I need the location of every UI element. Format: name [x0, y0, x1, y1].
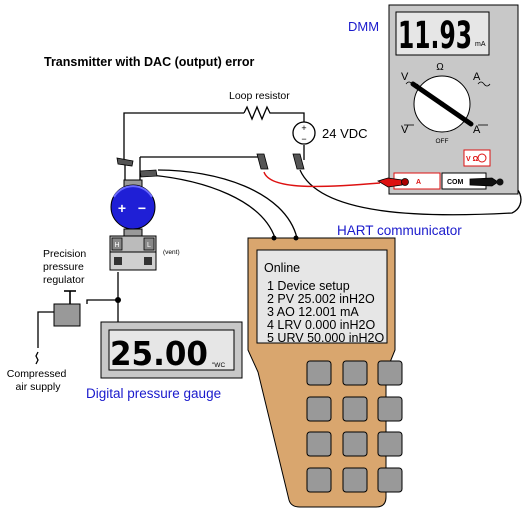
hart-line: 1 Device setup [267, 279, 350, 293]
ac-wave-icon [477, 81, 491, 87]
hart-key[interactable] [306, 431, 332, 457]
regulator-label: Precision pressure regulator [43, 248, 89, 286]
dmm-ohm-label: Ω [436, 62, 444, 73]
hart-key[interactable] [342, 431, 368, 457]
transmitter-minus: − [138, 200, 146, 216]
hart-line: Online [264, 261, 300, 275]
dmm-jack-com-label: COM [447, 179, 464, 186]
transmitter-plus: + [118, 200, 126, 216]
hart-line: 3 AO 12.001 mA [267, 305, 359, 319]
hart-key[interactable] [377, 360, 403, 386]
dmm-adc-label: A [473, 124, 481, 136]
digital-pressure-gauge: 25.00 "WC [100, 321, 243, 379]
hart-key[interactable] [342, 360, 368, 386]
jack-vohm[interactable] [477, 153, 487, 163]
loop-resistor [243, 105, 272, 121]
port-l: L [147, 242, 151, 249]
hart-key[interactable] [306, 396, 332, 422]
dmm-vdc-label: V [401, 124, 409, 136]
hart-keypad [306, 360, 403, 493]
dmm-aac-label: A [473, 71, 481, 83]
dmm-jack-vohm-label: V Ω [466, 156, 479, 163]
hart-key[interactable] [342, 467, 368, 493]
hart-key[interactable] [377, 396, 403, 422]
vent-label: (vent) [163, 249, 180, 256]
hart-screen-text: Online 1 Device setup 2 PV 25.002 inH2O … [264, 261, 384, 345]
hart-key[interactable] [377, 431, 403, 457]
dmm-vac-label: V [401, 71, 409, 83]
hart-line: 5 URV 50.000 inH2O [267, 331, 384, 345]
hart-label: HART communicator [337, 223, 462, 238]
pressure-regulator [53, 290, 81, 327]
hart-line: 4 LRV 0.000 inH2O [267, 318, 375, 332]
gauge-unit: "WC [212, 362, 225, 369]
supply-minus-label: − [301, 134, 306, 144]
dmm-selector-knob[interactable] [439, 101, 474, 127]
pressure-transmitter: + − H L (vent) [109, 179, 180, 271]
tee-junction [115, 297, 121, 303]
hart-key[interactable] [342, 396, 368, 422]
hart-screen [256, 249, 388, 344]
hart-key[interactable] [306, 467, 332, 493]
supply-plus-label: + [301, 123, 306, 133]
hart-key[interactable] [377, 467, 403, 493]
supply-label: 24 VDC [322, 126, 368, 141]
dmm-jack-a-label: A [416, 179, 421, 186]
hart-line: 2 PV 25.002 inH2O [267, 292, 375, 306]
red-probe [377, 177, 409, 188]
alligator-clips [116, 153, 305, 178]
power-supply: + − [292, 121, 316, 145]
black-probe [469, 177, 504, 187]
loop-resistor-label: Loop resistor [229, 90, 290, 102]
hart-communicator: Online 1 Device setup 2 PV 25.002 inH2O … [247, 235, 403, 508]
dmm-label: DMM [348, 19, 379, 34]
dmm-reading: 11.93 [398, 14, 472, 57]
dmm-off-label: OFF [436, 138, 449, 145]
red-test-lead [263, 171, 381, 188]
gauge-label: Digital pressure gauge [86, 386, 221, 401]
page-title: Transmitter with DAC (output) error [44, 55, 255, 69]
dmm-unit: mA [475, 41, 486, 48]
gauge-reading: 25.00 [110, 334, 208, 373]
multimeter: 11.93 mA Ω OFF V A V A V Ω A COM [388, 4, 519, 195]
hart-key[interactable] [306, 360, 332, 386]
ac-wave-icon [405, 81, 419, 87]
port-h: H [114, 242, 119, 249]
air-supply-label: Compressed air supply [7, 368, 69, 393]
